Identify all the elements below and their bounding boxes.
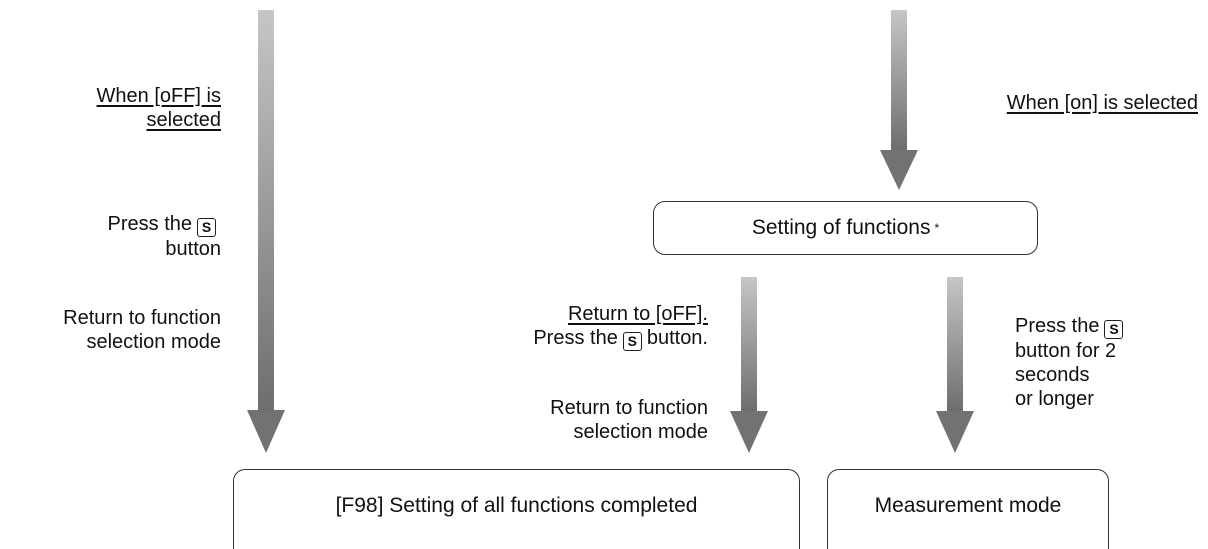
s-button-icon: S [1104,320,1124,339]
arrow-left-long [247,10,285,453]
arrow-top-right [880,10,918,190]
setting-functions-text: Setting of functions [751,216,931,239]
return-label-left: Return to function selection mode [63,307,221,353]
asterisk-note: * [934,221,940,235]
return-label-middle: Return to function selection mode [550,397,708,443]
f98-complete-box: [F98] Setting of all functions completed [233,469,800,549]
off-selected-label: When [oFF] is selected [96,85,221,131]
on-selected-label: When [on] is selected [1006,92,1198,114]
arrow-right-bottom [936,277,974,453]
arrow-middle [730,277,768,453]
measurement-mode-box: Measurement mode [827,469,1109,549]
s-button-icon: S [197,218,216,237]
setting-functions-box: Setting of functions* [653,201,1038,255]
s-button-icon: S [622,332,642,351]
